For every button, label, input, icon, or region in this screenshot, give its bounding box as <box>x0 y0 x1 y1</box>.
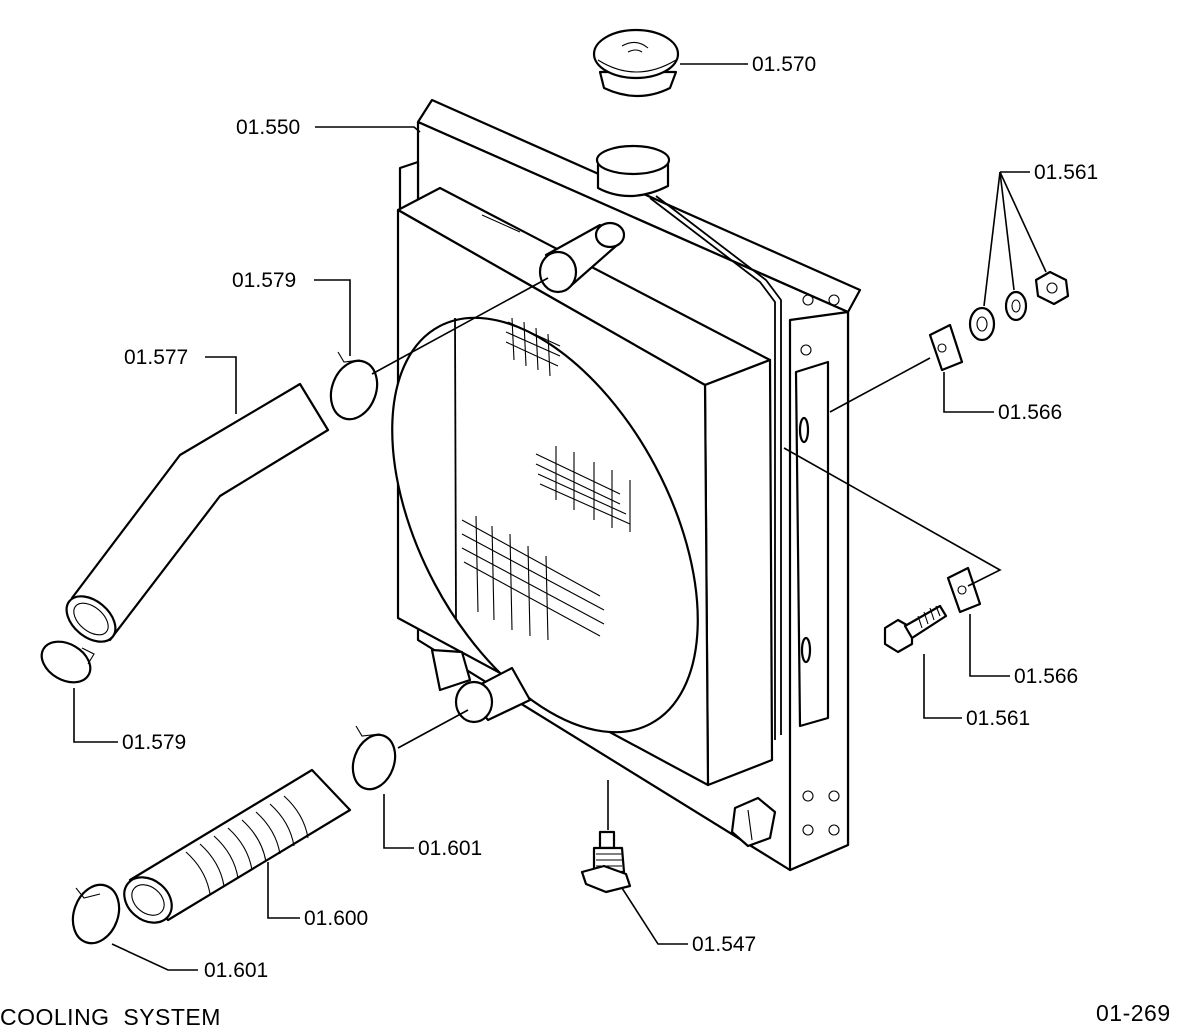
callout-clamp-upper-outer: 01.579 <box>232 269 297 292</box>
radiator-cap <box>592 28 680 98</box>
upper-pipe <box>538 221 626 294</box>
upper-hose <box>65 382 330 643</box>
callout-plate-lower: 01.566 <box>1014 665 1079 688</box>
fan-shroud <box>391 316 699 734</box>
mounting-hardware <box>883 270 1070 654</box>
section-title: COOLING SYSTEM <box>0 1004 221 1030</box>
callout-lower-hose: 01.600 <box>304 907 369 930</box>
leader-lines <box>73 63 1047 971</box>
callout-plate-upper: 01.566 <box>998 401 1063 424</box>
assembly-lines <box>371 277 1002 830</box>
drain-cock <box>580 830 632 894</box>
callout-clamp-lower-inner: 01.601 <box>418 837 483 860</box>
lower-pipe <box>430 648 777 848</box>
callout-clamp-lower-outer: 01.601 <box>204 959 269 982</box>
page-number: 01-269 <box>1096 1000 1171 1026</box>
hose-clamps <box>40 351 397 945</box>
callout-washer-set: 01.561 <box>1034 161 1099 184</box>
callout-drain-cock: 01.547 <box>692 933 757 956</box>
callout-clamp-upper-inner: 01.579 <box>122 731 187 754</box>
lower-hose <box>123 768 352 924</box>
callout-bolt: 01.561 <box>966 707 1031 730</box>
callout-radiator: 01.550 <box>236 116 301 139</box>
filler-neck <box>595 144 782 740</box>
callout-upper-hose: 01.577 <box>124 346 189 369</box>
callout-cap: 01.570 <box>752 53 817 76</box>
